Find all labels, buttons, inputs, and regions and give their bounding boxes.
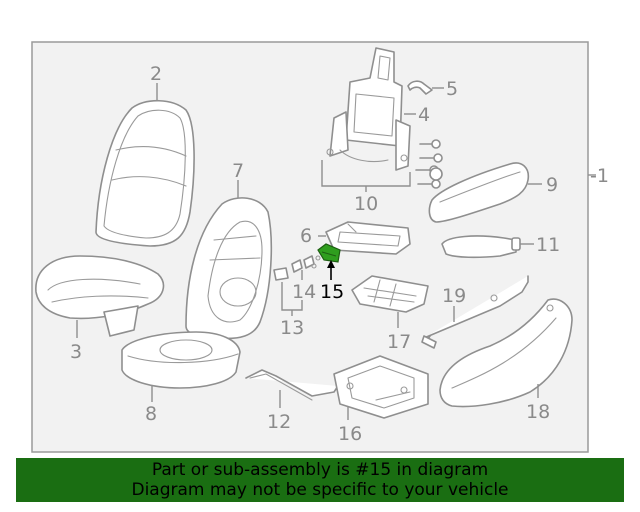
callout-8: 8	[145, 403, 157, 425]
callout-17: 17	[387, 331, 411, 353]
callout-18: 18	[526, 401, 550, 423]
banner-line-1: Part or sub-assembly is #15 in diagram	[151, 460, 489, 480]
part-3-cushion-cover	[35, 255, 165, 337]
part-4-back-frame	[326, 47, 411, 171]
part-18-side-shield	[439, 298, 573, 408]
part-19-rod	[421, 275, 529, 349]
callout-6: 6	[300, 225, 312, 247]
part-14-clips	[291, 255, 321, 273]
callout-7: 7	[232, 160, 244, 182]
callout-2: 2	[150, 63, 162, 85]
part-11-arm-pad	[441, 235, 521, 259]
part-16-riser	[333, 355, 429, 419]
part-17-seat-track	[351, 275, 429, 313]
part-9-armrest	[428, 162, 530, 223]
callout-1: -1	[590, 165, 609, 187]
callout-14: 14	[292, 281, 316, 303]
banner-line-2: Diagram may not be specific to your vehi…	[131, 480, 509, 500]
callout-11: 11	[536, 234, 560, 256]
bolts-group	[415, 139, 443, 189]
part-5-hook	[407, 80, 433, 95]
callout-9: 9	[546, 174, 558, 196]
callout-10: 10	[354, 193, 378, 215]
part-15-highlighted	[317, 243, 341, 263]
callout-16: 16	[338, 423, 362, 445]
part-13-clip	[273, 267, 303, 311]
callout-13: 13	[280, 317, 304, 339]
part-12-cable	[245, 369, 339, 401]
callout-12: 12	[267, 411, 291, 433]
callout-19: 19	[442, 285, 466, 307]
callout-5: 5	[446, 78, 458, 100]
info-banner: Part or sub-assembly is #15 in diagram D…	[16, 458, 624, 502]
part-8-cushion-pad	[121, 331, 241, 389]
callout-4: 4	[418, 104, 430, 126]
callout-15: 15	[320, 281, 344, 303]
part-2-seatback-cover	[95, 99, 195, 247]
callout-3: 3	[70, 341, 82, 363]
